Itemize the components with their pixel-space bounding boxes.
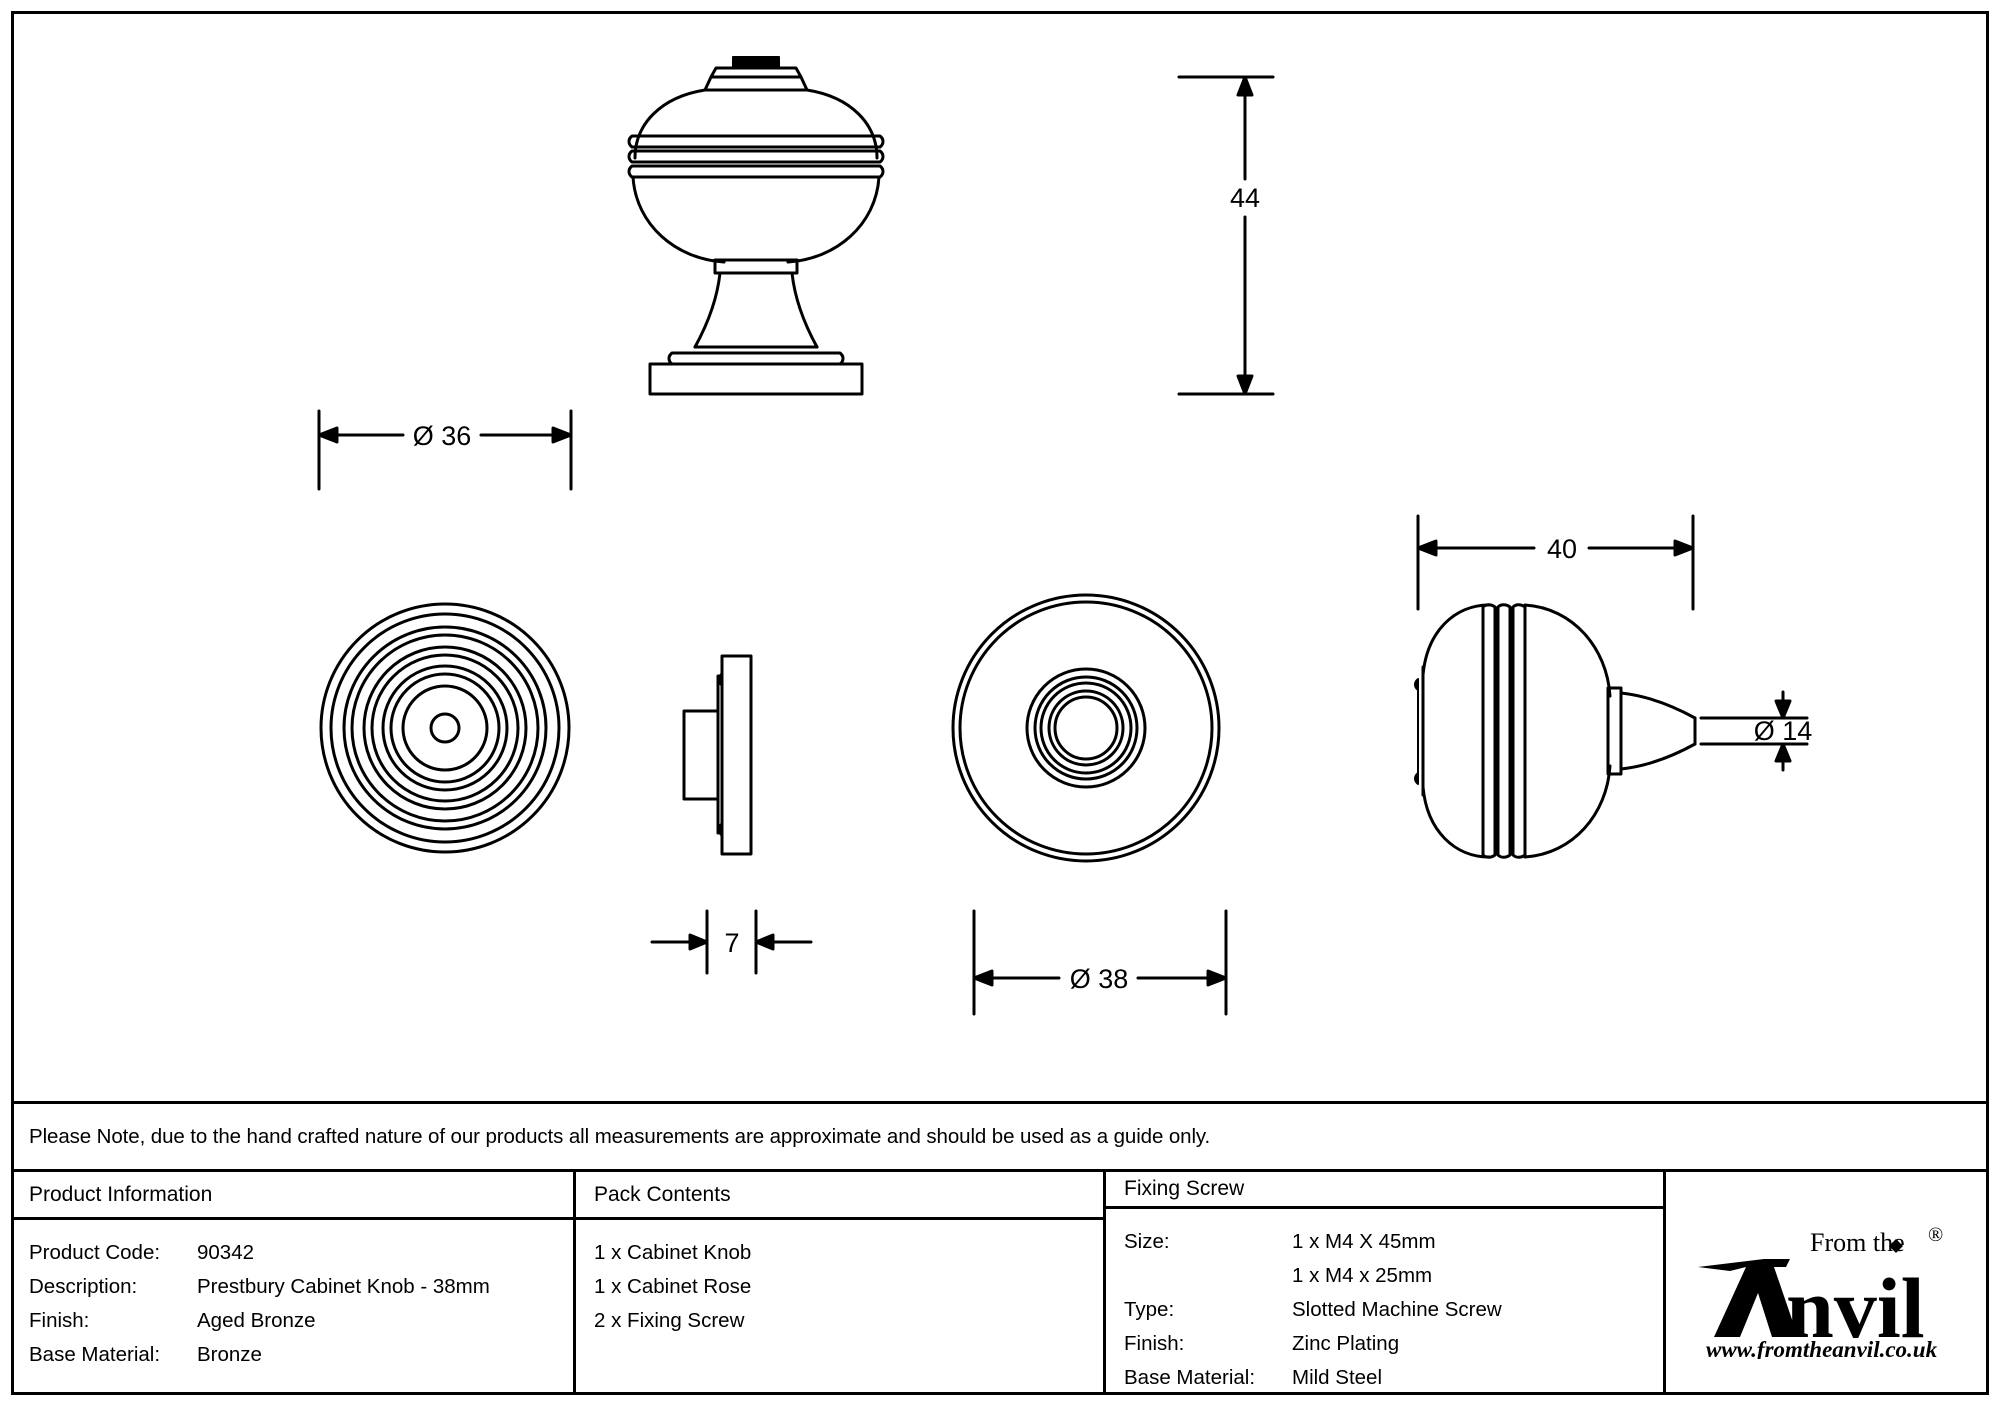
measurement-note-row: Please Note, due to the hand crafted nat… (11, 1101, 1989, 1169)
dimension-rose-thickness-7 (650, 909, 813, 975)
brand-logo-column: From the nvil ® www.fromtheanvil.co.uk (1666, 1172, 1986, 1395)
table-row: Base Material: Mild Steel (1124, 1361, 1663, 1395)
dimension-label-rose-diameter: Ø 36 (413, 421, 472, 451)
dimension-label-stem-diameter: Ø 14 (1754, 716, 1813, 746)
fixing-screw-column: Fixing Screw Size: 1 x M4 X 45mm Size: 1… (1106, 1172, 1666, 1395)
registered-trademark-icon: ® (1928, 1224, 1943, 1246)
fixing-screw-heading: Fixing Screw (1106, 1172, 1663, 1209)
product-code-label: Product Code: (29, 1241, 161, 1264)
table-row: Size: 1 x M4 X 45mm (1124, 1225, 1663, 1259)
anvil-logo-icon: From the nvil ® www.fromtheanvil.co.uk (1698, 1224, 1943, 1359)
view-rose-section (682, 654, 753, 856)
brand-logo: From the nvil ® www.fromtheanvil.co.uk (1666, 1172, 1986, 1395)
list-item: 1 x Cabinet Knob (594, 1241, 752, 1264)
table-row: Size: 1 x M4 x 25mm (1124, 1259, 1663, 1293)
screw-base-material-label: Base Material: (1124, 1366, 1256, 1389)
view-rose-plan (319, 602, 571, 854)
screw-type-value: Slotted Machine Screw (1292, 1298, 1502, 1321)
dimension-knob-diameter-38 (972, 909, 1228, 1016)
base-material-label: Base Material: (29, 1343, 161, 1366)
screw-finish-label: Finish: (1124, 1332, 1185, 1355)
screw-finish-value: Zinc Plating (1292, 1332, 1400, 1355)
table-row: Base Material: Bronze (29, 1338, 573, 1372)
logo-url: www.fromtheanvil.co.uk (1706, 1337, 1938, 1359)
table-row: Product Code: 90342 (29, 1236, 573, 1270)
dimension-stem-diameter-14 (1699, 690, 1809, 772)
dimension-label-knob-diameter: Ø 38 (1070, 964, 1129, 994)
measurement-note-text: Please Note, due to the hand crafted nat… (29, 1124, 1211, 1148)
finish-label: Finish: (29, 1309, 90, 1332)
table-row: Finish: Zinc Plating (1124, 1327, 1663, 1361)
dimension-label-projection: 40 (1547, 534, 1577, 564)
screw-size-value-secondary: 1 x M4 x 25mm (1292, 1264, 1433, 1287)
dimension-projection-40 (1416, 514, 1695, 611)
information-table: Product Information Product Code: 90342 … (11, 1169, 1989, 1395)
list-item: 1 x Cabinet Rose (594, 1275, 752, 1298)
finish-value: Aged Bronze (197, 1309, 316, 1332)
screw-type-label: Type: (1124, 1298, 1175, 1321)
dimension-label-rose-thickness: 7 (724, 928, 739, 958)
description-label: Description: (29, 1275, 138, 1298)
logo-word: nvil (1786, 1260, 1925, 1356)
drawing-area: 44 Ø 36 7 Ø 38 40 Ø 14 (11, 11, 1989, 1101)
description-value: Prestbury Cabinet Knob - 38mm (197, 1275, 490, 1298)
view-front-elevation (627, 56, 885, 396)
table-row: Description: Prestbury Cabinet Knob - 38… (29, 1270, 573, 1304)
table-row: Finish: Aged Bronze (29, 1304, 573, 1338)
screw-size-label: Size: (1124, 1230, 1170, 1253)
dimension-label-height: 44 (1230, 183, 1260, 213)
table-row: Type: Slotted Machine Screw (1124, 1293, 1663, 1327)
screw-base-material-value: Mild Steel (1292, 1366, 1383, 1389)
pack-contents-column: Pack Contents 1 x Cabinet Knob 1 x Cabin… (576, 1172, 1106, 1395)
base-material-value: Bronze (197, 1343, 262, 1366)
view-knob-side (1414, 603, 1697, 859)
screw-size-value: 1 x M4 X 45mm (1292, 1230, 1436, 1253)
dimension-height-44 (1177, 75, 1275, 396)
product-information-heading: Product Information (11, 1172, 573, 1220)
logo-line-top: From the (1810, 1228, 1905, 1257)
product-code-value: 90342 (197, 1241, 255, 1264)
dimension-rose-diameter-36 (317, 409, 573, 491)
sheet-border (11, 11, 1989, 1395)
view-knob-plan (951, 593, 1221, 863)
list-item: 2 x Fixing Screw (594, 1309, 745, 1332)
pack-contents-heading: Pack Contents (576, 1172, 1103, 1220)
diamond-icon (1889, 1238, 1903, 1253)
product-information-column: Product Information Product Code: 90342 … (11, 1172, 576, 1395)
pack-contents-body: 1 x Cabinet Knob 1 x Cabinet Rose 2 x Fi… (576, 1220, 1103, 1395)
fixing-screw-body: Size: 1 x M4 X 45mm Size: 1 x M4 x 25mm … (1106, 1209, 1663, 1395)
product-information-body: Product Code: 90342 Description: Prestbu… (11, 1220, 573, 1395)
